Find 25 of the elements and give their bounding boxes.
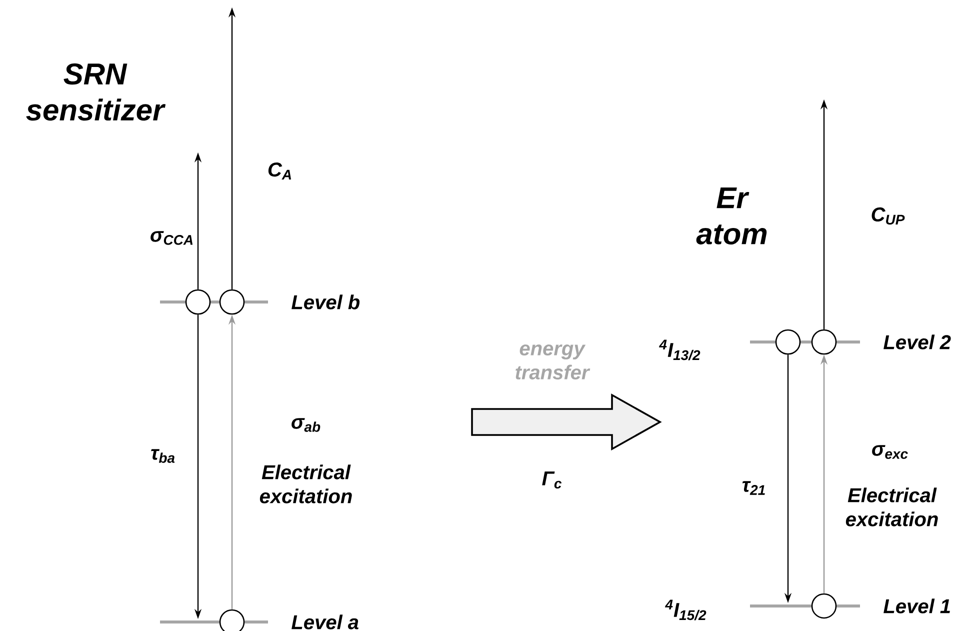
state-circle [811,593,837,619]
system-title: SRN sensitizer [26,63,166,121]
term-symbol: $^{4}$I$_{15/2}$ [664,600,706,620]
edge-label: σ$_{exc}$ [872,445,908,459]
process-label: Electrical excitation [846,488,938,526]
system-title: Er atom [696,188,767,244]
term-symbol: $^{4}$I$_{13/2}$ [658,340,700,360]
edge-label: τ$_{ba}$ [151,449,175,463]
energy-level: Level b [160,294,360,310]
state-circle [811,329,837,355]
energy-level: Level 1 [750,598,950,614]
rate-symbol: Γ$_{c}$ [542,472,562,488]
process-label: energy transfer [516,344,590,380]
edge-label: σ$_{CCA}$ [150,231,193,245]
energy-level: Level a [160,614,358,630]
state-circle [185,289,211,315]
edge-label: C$_{UP}$ [872,207,905,225]
state-circle [219,609,245,631]
edge-label: σ$_{ab}$ [292,418,320,432]
process-label: Electrical excitation [260,464,352,504]
edge-label: C$_{A}$ [268,162,292,180]
state-circle [775,329,801,355]
state-circle [219,289,245,315]
edge-label: τ$_{21}$ [742,481,765,495]
energy-level: Level 2 [750,334,951,350]
